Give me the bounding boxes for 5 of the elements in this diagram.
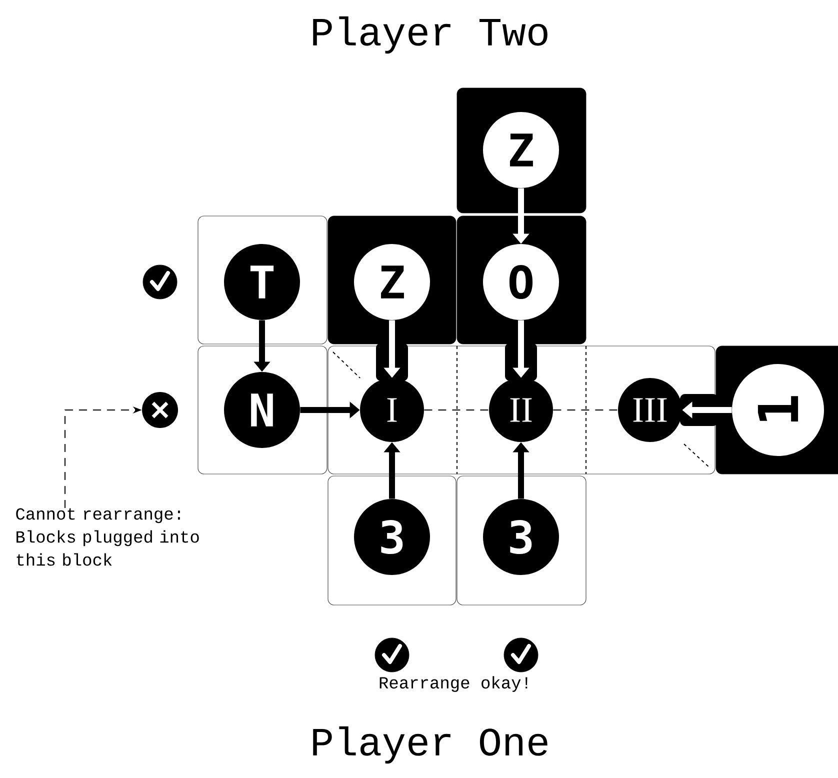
caption-text: Rearrange okay! (380, 676, 528, 692)
cross-icon (142, 392, 178, 428)
note-text: Cannot rearrange: Blocks plugged into this block (16, 508, 199, 566)
title-text: Player Two (313, 16, 548, 54)
title-text: Player One (313, 726, 548, 764)
